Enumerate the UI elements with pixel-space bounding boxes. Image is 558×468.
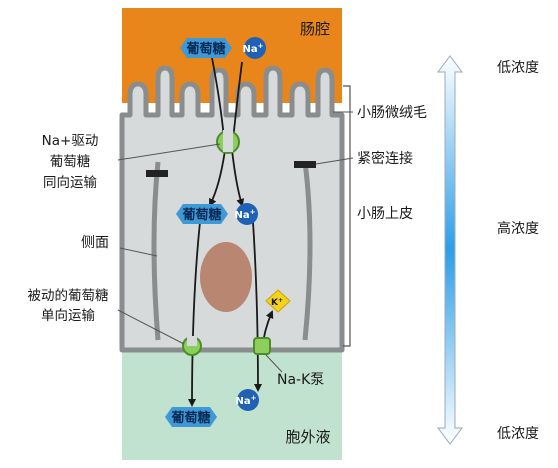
sodium-charge-cell: + [250, 208, 256, 216]
potassium-ion: K+ [265, 289, 291, 313]
scale-top-label: 低浓度 [497, 60, 539, 76]
sodium-charge-lumen: + [258, 42, 264, 50]
scale-middle-label: 高浓度 [497, 220, 539, 237]
extracellular-region [122, 345, 342, 460]
na-k-pump-label: Na-K泵 [277, 372, 324, 388]
lateral-side-label: 侧面 [81, 235, 109, 251]
uniporter-leader [117, 309, 185, 345]
lateral-side-leader [119, 247, 158, 257]
microvilli-label: 小肠微绒毛 [357, 105, 427, 121]
uniporter-label-line1: 被动的葡萄糖 [28, 288, 109, 304]
na-k-pump-leader [265, 354, 283, 373]
glucose-path-bottom [188, 221, 201, 407]
scale-bottom-label: 低浓度 [497, 426, 539, 442]
nucleus [200, 242, 252, 312]
sodium-symbol-lumen: Na [243, 44, 258, 55]
symporter-leader [117, 143, 221, 161]
epithelium-bracket [343, 85, 351, 347]
uniporter-transporter [182, 336, 202, 356]
glucose-molecule-extracellular: 葡萄糖 [165, 407, 217, 427]
sodium-ion-lumen: Na+ [243, 37, 266, 59]
cell-layer [119, 65, 345, 353]
sodium-charge-extracellular: + [251, 394, 257, 402]
symporter-label-line1: Na+驱动 [42, 133, 99, 149]
concentration-scale-arrow [437, 55, 463, 445]
na-k-pump-transporter [253, 337, 271, 355]
symporter-transporter [216, 130, 240, 154]
potassium-charge: + [278, 297, 283, 304]
symporter-label-line3: 同向运输 [43, 175, 97, 191]
glucose-label-cell: 葡萄糖 [181, 207, 221, 223]
tight-junction-left [146, 170, 168, 177]
potassium-symbol: K [271, 298, 279, 308]
glucose-label-lumen: 葡萄糖 [185, 41, 225, 57]
epithelium-label: 小肠上皮 [357, 206, 413, 222]
glucose-molecule-lumen: 葡萄糖 [180, 38, 232, 58]
extracellular-label: 胞外液 [285, 428, 330, 446]
svg-text:Na+: Na+ [236, 394, 257, 407]
tight-junction-right [294, 161, 316, 168]
tight-junction-label: 紧密连接 [357, 150, 413, 167]
uniporter-label-line2: 单向运输 [41, 308, 95, 324]
glucose-molecule-cell: 葡萄糖 [176, 204, 228, 224]
sodium-symbol-extracellular: Na [236, 396, 251, 407]
svg-text:K+: K+ [271, 297, 283, 308]
lateral-membrane-left [151, 161, 161, 341]
glucose-label-extracellular: 葡萄糖 [170, 410, 210, 426]
sodium-path-bottom [252, 221, 262, 392]
lateral-membrane-right [302, 161, 313, 341]
svg-text:Na+: Na+ [235, 208, 256, 221]
tight-junction-leader [315, 157, 354, 165]
symporter-label-line2: 葡萄糖 [50, 154, 91, 170]
sodium-ion-extracellular: Na+ [236, 389, 259, 411]
sodium-symbol-cell: Na [235, 210, 250, 221]
lumen-label: 肠腔 [300, 20, 330, 38]
svg-text:Na+: Na+ [243, 42, 264, 55]
sodium-ion-cell: Na+ [235, 203, 258, 225]
